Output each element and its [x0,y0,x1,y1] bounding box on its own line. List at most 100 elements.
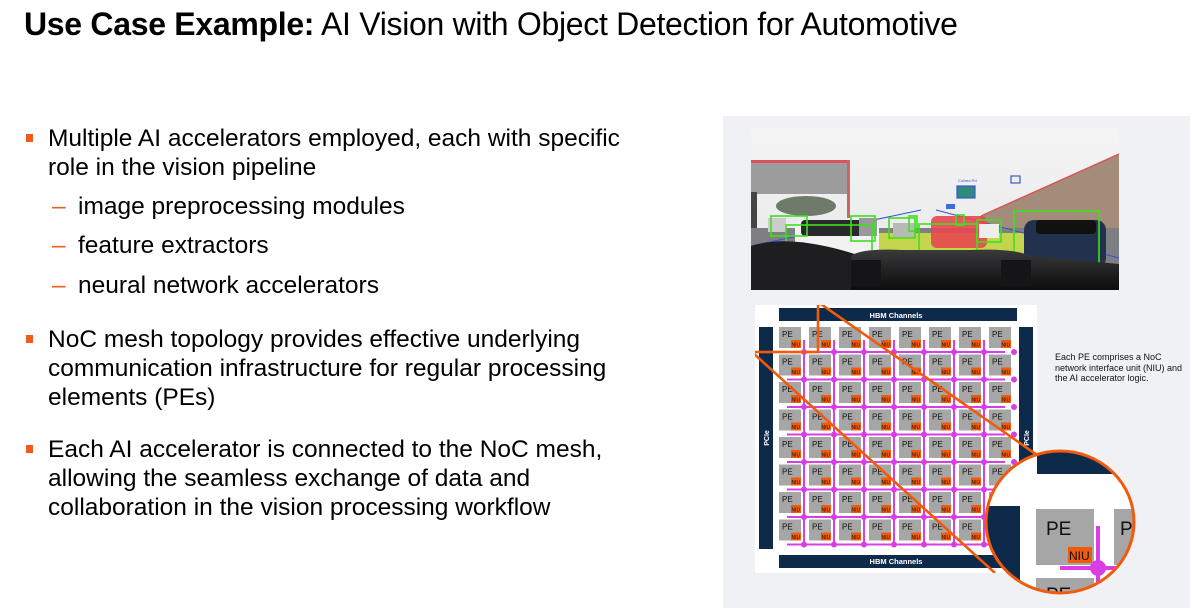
svg-text:PE: PE [842,495,853,504]
svg-text:NIU: NIU [852,425,861,431]
svg-text:PE: PE [962,385,973,394]
svg-text:NIU: NIU [912,370,921,376]
svg-text:PE: PE [962,495,973,504]
svg-text:NIU: NIU [942,480,951,486]
svg-text:NIU: NIU [882,425,891,431]
pcie-left [759,327,773,549]
dash-bullet-icon: – [52,272,66,299]
hbm-top-label: HBM Channels [870,311,923,320]
svg-text:PE: PE [842,440,853,449]
svg-text:PE: PE [902,358,913,367]
svg-text:PE: PE [902,523,913,532]
svg-text:NIU: NIU [852,398,861,404]
svg-text:NIU: NIU [792,425,801,431]
bullet-line: Each AI accelerator is connected to the … [48,436,603,463]
svg-text:NIU: NIU [792,535,801,541]
svg-text:PE: PE [932,468,943,477]
pe-tile: PE NIU [839,409,861,431]
svg-text:NIU: NIU [972,425,981,431]
svg-text:NIU: NIU [912,508,921,514]
svg-text:P: P [1120,519,1133,540]
bullet-item: Each AI accelerator is connected to the … [24,435,704,522]
svg-text:PE: PE [782,440,793,449]
svg-text:PE: PE [842,330,853,339]
bullet-list: Multiple AI accelerators employed, each … [24,124,704,522]
svg-text:PE: PE [842,413,853,422]
svg-text:PE: PE [902,330,913,339]
svg-text:NIU: NIU [882,343,891,349]
svg-text:PE: PE [782,468,793,477]
svg-text:NIU: NIU [912,453,921,459]
svg-text:NIU: NIU [972,508,981,514]
pe-tile: PE NIU [839,327,861,349]
svg-text:NIU: NIU [792,453,801,459]
svg-text:NIU: NIU [852,535,861,541]
bullet-item: NoC mesh topology provides effective und… [24,325,704,412]
mesh-svg: HBM Channels HBM Channels PCIe PCIe [750,300,1038,574]
svg-text:PE: PE [872,385,883,394]
bullet-line: elements (PEs) [48,384,216,411]
svg-text:PE: PE [842,468,853,477]
svg-text:NIU: NIU [1002,398,1011,404]
svg-text:NIU: NIU [792,398,801,404]
pe-tile: PE NIU [929,464,951,486]
svg-text:PE: PE [902,468,913,477]
magnified-pe-label: PE [1046,519,1071,540]
svg-text:NIU: NIU [912,480,921,486]
svg-text:NIU: NIU [852,343,861,349]
svg-text:PE: PE [782,523,793,532]
slide-title: Use Case Example: AI Vision with Object … [24,6,958,43]
pe-tile: PE NIU [899,492,921,514]
dashcam-detection-image: Colima Rd [751,128,1119,290]
svg-text:NIU: NIU [852,453,861,459]
svg-text:NIU: NIU [942,370,951,376]
pe-tile: PE NIU [899,437,921,459]
svg-text:PE: PE [872,358,883,367]
svg-text:PE: PE [902,440,913,449]
noc-mesh-diagram: HBM Channels HBM Channels PCIe PCIe [750,300,1038,574]
bullet-line: role in the vision pipeline [48,154,317,181]
hbm-channels-bottom [779,555,1017,568]
svg-text:NIU: NIU [792,480,801,486]
svg-text:PE: PE [812,385,823,394]
svg-text:NIU: NIU [1002,343,1011,349]
bullet-line: NoC mesh topology provides effective und… [48,326,581,353]
svg-text:PE: PE [932,440,943,449]
svg-text:NIU: NIU [822,343,831,349]
pe-tile: PE NIU [869,409,891,431]
svg-text:PE: PE [872,413,883,422]
magnified-niu-label: NIU [1069,549,1090,563]
svg-text:PE: PE [872,440,883,449]
svg-text:PE: PE [902,495,913,504]
svg-text:NIU: NIU [822,535,831,541]
svg-text:NIU: NIU [822,398,831,404]
pe-tile: PE NIU [809,382,831,404]
